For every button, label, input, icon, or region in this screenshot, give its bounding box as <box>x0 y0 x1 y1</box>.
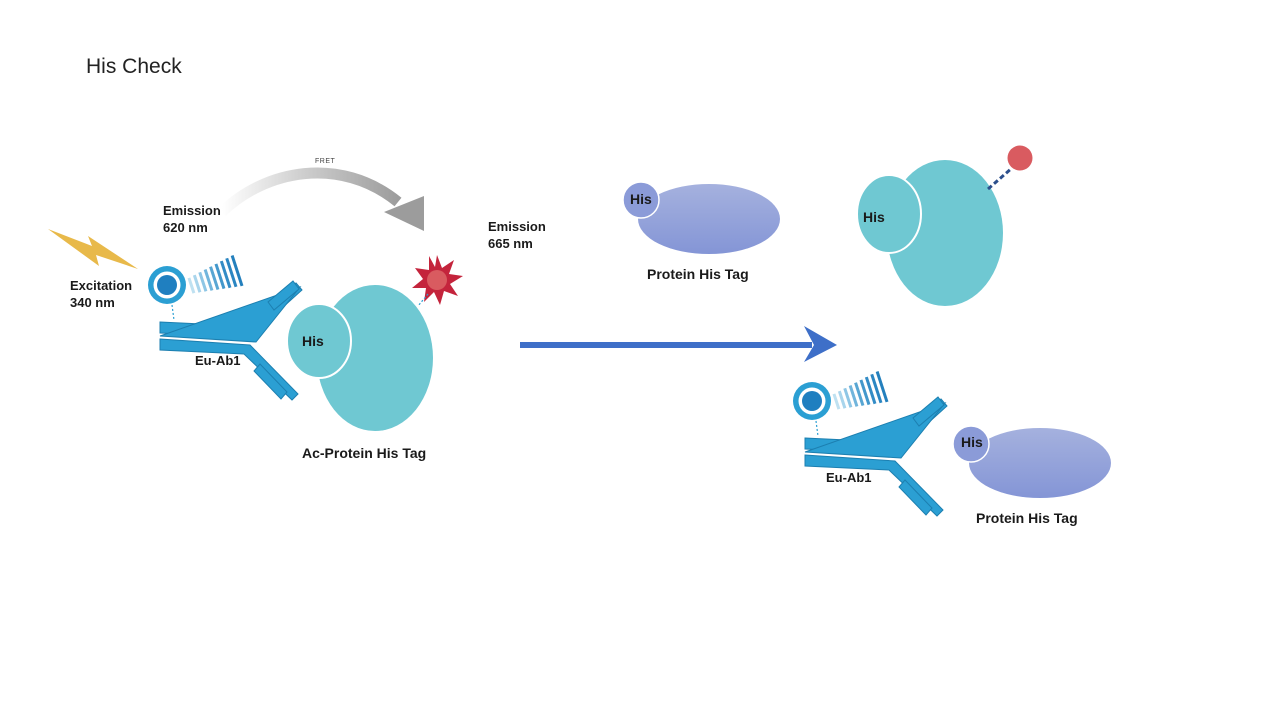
acceptor-dot-icon <box>1007 145 1033 171</box>
antibody-eu-ab1-right <box>804 396 948 517</box>
emission-donor-wavelength: 620 nm <box>163 220 208 235</box>
emission-acceptor-wavelength: 665 nm <box>488 236 533 251</box>
free-protein-body <box>638 184 780 254</box>
his-label-left: His <box>302 333 324 349</box>
free-protein-label: Protein His Tag <box>647 266 749 282</box>
europium-donor-icon <box>148 266 186 304</box>
his-tag-bound <box>952 425 990 463</box>
antibody-label: Eu-Ab1 <box>195 353 241 368</box>
lightning-icon <box>48 229 138 269</box>
left-panel: Excitation 340 nm Emission 620 nm FRET E… <box>48 158 546 461</box>
acceptor-link <box>417 293 429 307</box>
excitation-label: Excitation <box>70 278 132 293</box>
fret-arrow-icon <box>218 167 424 231</box>
emission-wave-icon <box>187 255 244 294</box>
his-tag-left <box>286 303 352 379</box>
excitation-wavelength: 340 nm <box>70 295 115 310</box>
complex-label: Ac-Protein His Tag <box>302 445 426 461</box>
emission-acceptor-label: Emission <box>488 219 546 234</box>
process-arrow-icon <box>520 326 837 362</box>
acceptor-dashed-link <box>987 166 1013 191</box>
his-label-free: His <box>630 191 652 207</box>
his-tag-acceptor <box>856 174 922 254</box>
bound-protein-body <box>969 428 1111 498</box>
right-panel: His Protein His Tag His <box>622 145 1111 526</box>
his-label-acceptor: His <box>863 209 885 225</box>
acceptor-star-icon <box>412 255 463 305</box>
donor-link-right <box>815 420 819 437</box>
donor-link <box>171 304 175 321</box>
antibody-eu-ab1 <box>159 280 303 401</box>
his-label-bound: His <box>961 434 983 450</box>
antibody-label-right: Eu-Ab1 <box>826 470 872 485</box>
page-title: His Check <box>86 55 182 78</box>
fret-label: FRET <box>315 158 336 165</box>
his-tag-free <box>622 181 660 219</box>
emission-wave-icon-right <box>832 371 889 410</box>
bound-protein-label: Protein His Tag <box>976 510 1078 526</box>
europium-donor-icon-right <box>793 382 831 420</box>
emission-donor-label: Emission <box>163 203 221 218</box>
